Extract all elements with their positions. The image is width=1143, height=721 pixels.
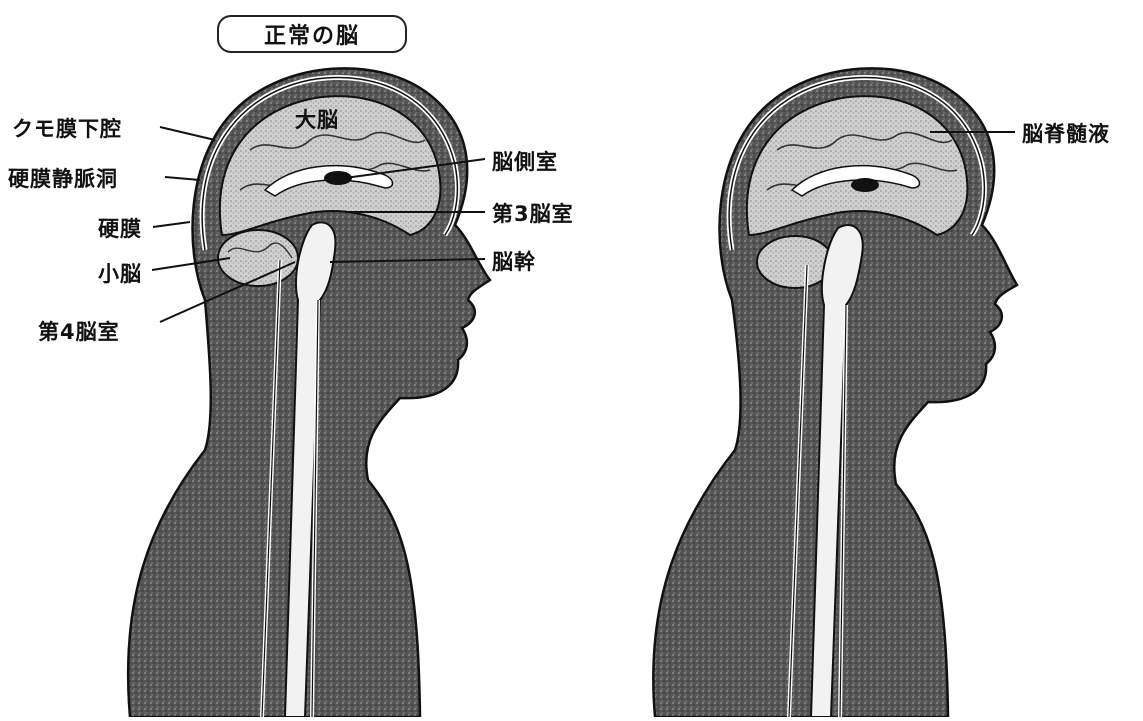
diagram-title: 正常の脳: [264, 18, 360, 50]
label-cerebrum: 大脳: [295, 104, 339, 134]
label-cerebrospinal-fluid: 脳脊髄液: [1022, 118, 1110, 148]
label-fourth-ventricle: 第4脳室: [38, 316, 120, 346]
title-box: 正常の脳: [217, 15, 407, 53]
label-brainstem: 脳幹: [492, 246, 536, 276]
label-cerebellum: 小脳: [98, 258, 142, 288]
label-dura-mater: 硬膜: [98, 213, 142, 243]
label-lateral-ventricle: 脳側室: [492, 146, 558, 176]
label-third-ventricle: 第3脳室: [492, 198, 574, 228]
label-subarachnoid-space: クモ膜下腔: [12, 113, 122, 143]
label-dural-venous-sinus: 硬膜静脈洞: [8, 163, 118, 193]
right-head-figure: [653, 68, 1017, 717]
